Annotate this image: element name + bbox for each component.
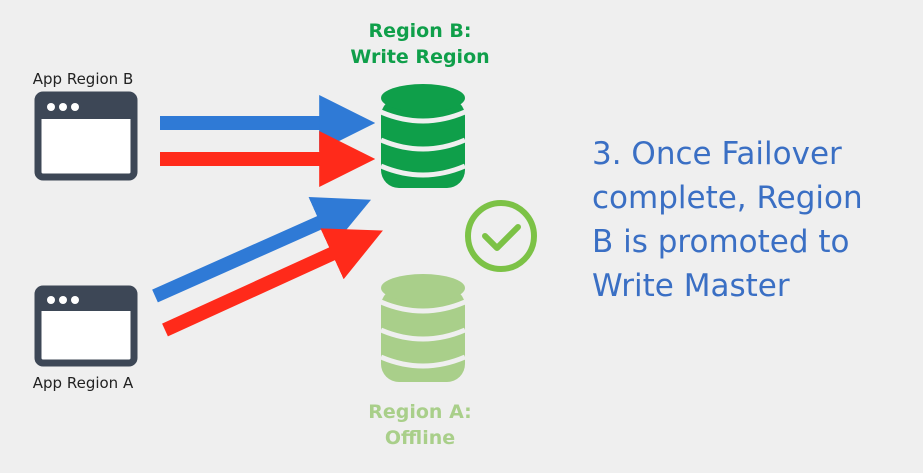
caption-line-2: complete, Region [592,180,863,216]
app-region-a-window-icon [34,285,138,367]
region-b-title-line1: Region B: [368,20,472,42]
region-b-title: Region B: Write Region [330,18,510,70]
failover-caption: 3. Once Failover complete, Region B is p… [592,132,912,308]
arrow-app-a-red [162,228,383,337]
region-a-title-line2: Offline [384,427,456,449]
check-circle-icon [465,200,537,272]
region-a-title-line1: Region A: [368,401,472,423]
region-a-database-icon [380,274,466,382]
app-region-a-label: App Region A [32,374,134,392]
region-b-title-line2: Write Region [350,46,490,68]
caption-line-1: 3. Once Failover [592,136,842,172]
app-region-b-window-icon [34,91,138,181]
region-a-title: Region A: Offline [340,399,500,451]
caption-line-3: B is promoted to [592,224,850,260]
arrow-app-a-blue [152,196,372,303]
app-region-b-label: App Region B [32,70,134,88]
caption-line-4: Write Master [592,268,790,304]
region-b-database-icon [380,84,466,188]
